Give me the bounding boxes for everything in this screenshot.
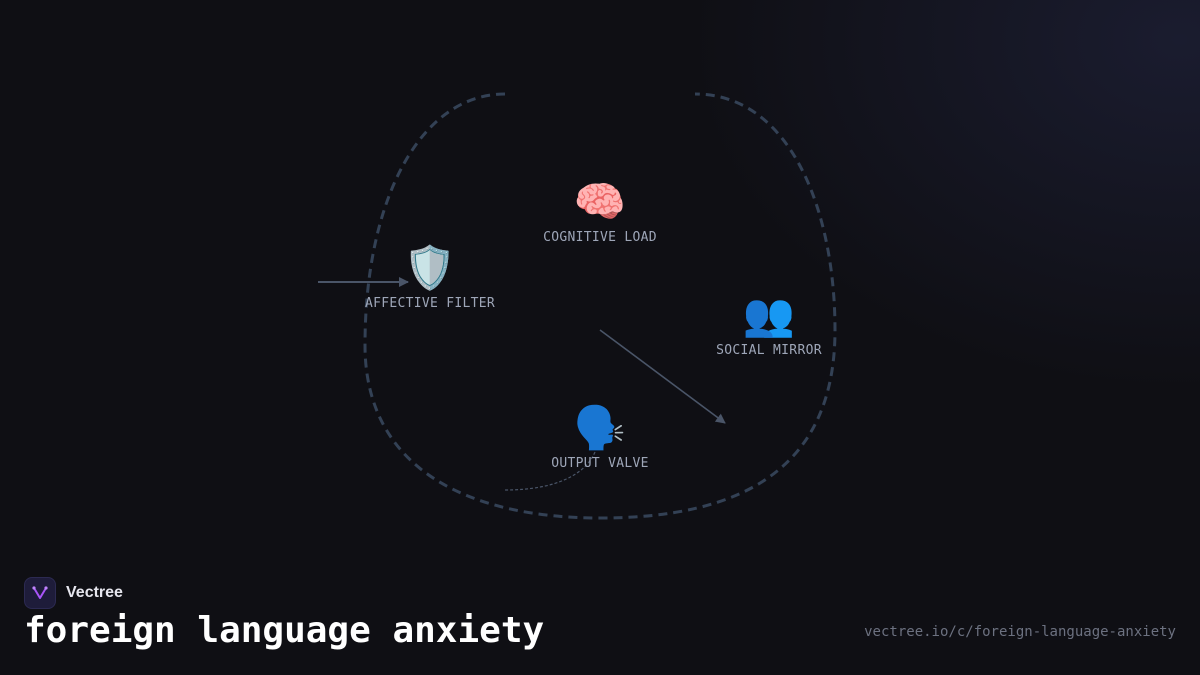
node-label: COGNITIVE LOAD [543, 230, 657, 245]
node-label: AFFECTIVE FILTER [364, 296, 496, 311]
vectree-logo-icon [24, 577, 56, 609]
page-title: foreign language anxiety [24, 610, 545, 651]
node-label: SOCIAL MIRROR [716, 343, 822, 358]
speaking-head-icon: 🗣️ [573, 403, 627, 452]
node-output-valve: 🗣️ OUTPUT VALVE [551, 403, 649, 472]
node-label: OUTPUT VALVE [551, 456, 649, 471]
brand-row: Vectree [24, 577, 123, 609]
page-url: vectree.io/c/foreign-language-anxiety [864, 624, 1176, 640]
people-icon: 👥 [742, 290, 796, 339]
brain-icon: 🧠 [573, 177, 627, 226]
brand-name: Vectree [66, 584, 123, 601]
shield-icon: 🛡️ [403, 243, 457, 292]
feedback-arc [504, 451, 596, 491]
node-affective-filter: 🛡️ AFFECTIVE FILTER [364, 243, 496, 312]
node-social-mirror: 👥 SOCIAL MIRROR [716, 290, 822, 359]
cycle-outline [363, 92, 837, 520]
node-cognitive-load: 🧠 COGNITIVE LOAD [543, 177, 657, 246]
flow-arrow [599, 329, 726, 424]
